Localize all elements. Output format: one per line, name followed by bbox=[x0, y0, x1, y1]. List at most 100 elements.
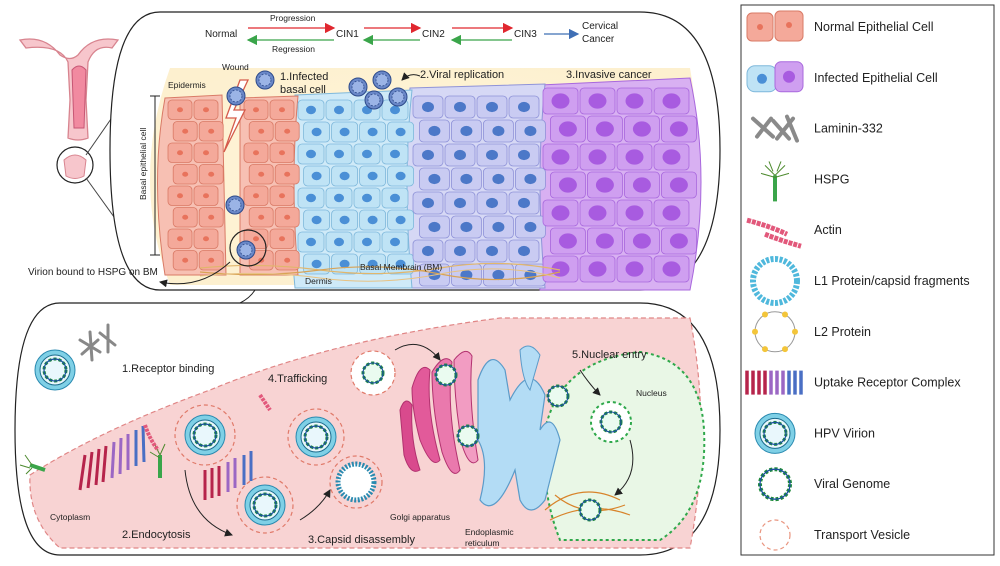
cell bbox=[616, 143, 653, 171]
cell bbox=[359, 253, 387, 275]
cell bbox=[381, 187, 409, 209]
legend-item: Viral Genome bbox=[758, 467, 890, 502]
cell bbox=[550, 115, 586, 143]
hspg-icon bbox=[19, 454, 46, 475]
cell bbox=[412, 239, 444, 263]
cell bbox=[243, 185, 269, 206]
cell bbox=[387, 165, 415, 187]
er-label-line1: Endoplasmic bbox=[465, 527, 514, 537]
epidermis-label: Epidermis bbox=[168, 80, 206, 90]
nucleus-label: Nucleus bbox=[636, 388, 667, 398]
cell bbox=[444, 95, 476, 119]
er-label-line2: reticulum bbox=[465, 538, 499, 548]
trafficking-arrow bbox=[394, 343, 441, 361]
capsid-disassembly-label: 3.Capsid disassembly bbox=[308, 534, 415, 546]
cell bbox=[331, 209, 359, 231]
cell bbox=[542, 199, 579, 227]
integration-arrow bbox=[614, 439, 634, 496]
endocytosis-label: 2.Endocytosis bbox=[122, 529, 191, 541]
virion-icon bbox=[236, 240, 256, 260]
dermis-label: Dermis bbox=[305, 276, 332, 286]
uptake-receptor-complex bbox=[78, 425, 253, 500]
integrated-genome-icon bbox=[544, 491, 631, 522]
cell bbox=[450, 167, 482, 191]
cell bbox=[579, 199, 616, 227]
cell bbox=[193, 99, 219, 120]
cell bbox=[325, 99, 353, 121]
cell bbox=[359, 121, 387, 143]
cell bbox=[661, 115, 697, 143]
cell bbox=[387, 209, 415, 231]
step1-infected-label: 1.Infected bbox=[280, 71, 328, 83]
cell bbox=[359, 165, 387, 187]
cell bbox=[303, 209, 331, 231]
cell bbox=[616, 199, 653, 227]
cancer-label: Cancer bbox=[582, 34, 615, 45]
cervical-label: Cervical bbox=[582, 21, 618, 32]
cell bbox=[508, 191, 540, 215]
virion-icon bbox=[225, 195, 245, 215]
l2-protein-icon bbox=[752, 311, 798, 353]
top-panel: Normal Progression Regression CIN1 CIN2 … bbox=[18, 11, 721, 291]
cell bbox=[587, 171, 623, 199]
cell bbox=[661, 171, 697, 199]
cell bbox=[624, 115, 660, 143]
cell bbox=[515, 167, 546, 191]
cell bbox=[624, 227, 660, 255]
cell bbox=[450, 119, 482, 143]
endocytosis-arrow bbox=[184, 469, 233, 537]
cell bbox=[444, 191, 476, 215]
legend-item: Transport Vesicle bbox=[759, 519, 910, 551]
legend-label: L1 Protein/capsid fragments bbox=[814, 274, 970, 288]
viral-genome-icon bbox=[456, 424, 480, 448]
nuclear-entry-arrow bbox=[579, 369, 601, 396]
cell bbox=[353, 143, 381, 165]
cell bbox=[167, 99, 193, 120]
cell bbox=[248, 121, 274, 142]
legend-item: Laminin-332 bbox=[751, 114, 883, 143]
cell bbox=[172, 164, 198, 185]
cell bbox=[269, 228, 295, 249]
cell bbox=[508, 143, 540, 167]
cell bbox=[331, 121, 359, 143]
disassembly-arrow bbox=[299, 489, 331, 521]
cell bbox=[381, 143, 409, 165]
cell bbox=[616, 255, 653, 283]
cell bbox=[587, 115, 623, 143]
cell bbox=[508, 239, 540, 263]
infected-epithelial-cell-icon bbox=[746, 61, 804, 93]
nucleus-region bbox=[543, 350, 706, 541]
virion-icon bbox=[372, 70, 392, 90]
cell bbox=[579, 87, 616, 115]
cell bbox=[387, 121, 415, 143]
cell bbox=[412, 143, 444, 167]
endoplasmic-reticulum bbox=[477, 345, 561, 511]
hpv-virion-icon bbox=[243, 483, 287, 527]
cell bbox=[616, 87, 653, 115]
zoom-circle-icon bbox=[229, 229, 267, 267]
virion-icon bbox=[255, 70, 275, 90]
viral-genome-icon bbox=[434, 363, 458, 387]
virion-icon bbox=[364, 90, 384, 110]
legend-label: HSPG bbox=[814, 172, 849, 186]
legend-label: Infected Epithelial Cell bbox=[814, 71, 938, 85]
cell bbox=[167, 228, 193, 249]
cell bbox=[198, 207, 224, 228]
cell bbox=[550, 171, 586, 199]
cell bbox=[248, 164, 274, 185]
cell bbox=[274, 164, 300, 185]
legend-label: Actin bbox=[814, 223, 842, 237]
cell bbox=[325, 143, 353, 165]
cell bbox=[198, 164, 224, 185]
cell bbox=[444, 239, 476, 263]
legend-item: L2 Protein bbox=[752, 311, 871, 353]
progression-label: Progression bbox=[270, 13, 316, 23]
legend-label: Uptake Receptor Complex bbox=[814, 376, 961, 390]
cell bbox=[476, 95, 508, 119]
wound-icon bbox=[223, 79, 250, 153]
cell bbox=[653, 255, 690, 283]
nuclear-entry-label: 5.Nuclear entry bbox=[572, 349, 647, 361]
normal-epithelial-cell-icon bbox=[746, 10, 804, 42]
